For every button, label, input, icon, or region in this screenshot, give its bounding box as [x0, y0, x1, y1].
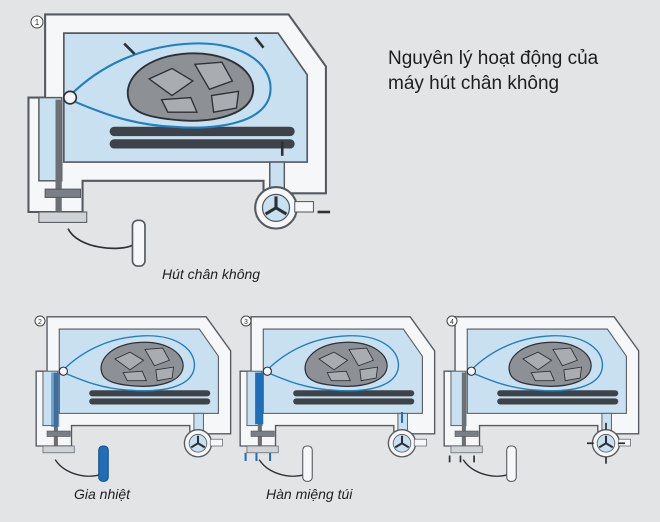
diagram-title: Nguyên lý hoạt động của máy hút chân khô… [388, 46, 598, 96]
step2-chamber [35, 315, 232, 482]
step4-chamber [443, 315, 640, 482]
step2-number-badge [34, 315, 46, 327]
step1-caption: Hút chân không [162, 266, 261, 282]
step4-number: 4 [450, 319, 454, 326]
step3-caption: Hàn miệng túi [266, 486, 353, 502]
step4-number-badge [446, 315, 458, 327]
title-line-2: máy hút chân không [388, 73, 560, 94]
step2-number: 2 [38, 319, 42, 326]
step1-number-badge [30, 15, 44, 29]
step1-chamber [26, 12, 331, 267]
step1-number: 1 [35, 18, 40, 27]
title-line-1: Nguyên lý hoạt động của [388, 48, 599, 69]
step3-number: 3 [244, 319, 248, 326]
step2-caption: Gia nhiệt [74, 486, 131, 502]
step3-chamber [239, 315, 436, 482]
step3-number-badge [240, 315, 252, 327]
